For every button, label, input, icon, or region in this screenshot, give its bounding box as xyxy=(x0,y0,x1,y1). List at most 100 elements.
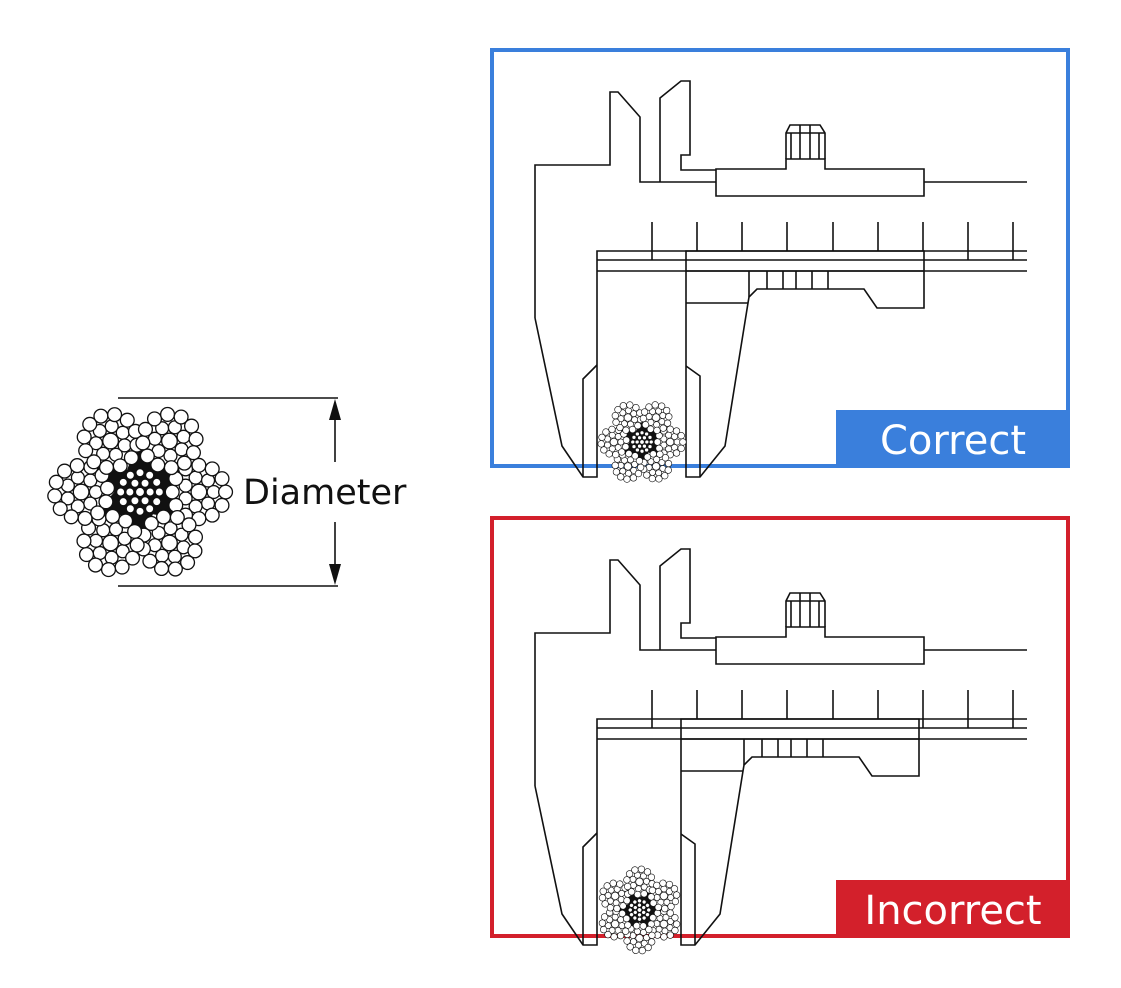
core-wire xyxy=(115,487,126,497)
core-wire xyxy=(635,431,640,437)
strand-wire xyxy=(656,914,664,922)
strand-wire xyxy=(672,891,681,899)
strand-wire xyxy=(598,894,607,902)
core-wire xyxy=(151,477,162,488)
strand-wire xyxy=(154,560,170,577)
strand-wire xyxy=(600,446,608,454)
strand-wire xyxy=(660,435,668,443)
strand-wire xyxy=(606,897,614,905)
strand-wire xyxy=(608,425,616,433)
strand-wire xyxy=(612,468,621,476)
strand-wire xyxy=(631,866,639,874)
strand-wire xyxy=(114,559,130,575)
core-wire xyxy=(629,903,634,908)
strand-wire xyxy=(600,913,609,921)
strand-wire xyxy=(640,408,649,416)
strand-wire xyxy=(187,529,204,545)
wire-rope xyxy=(598,865,681,955)
core-wire xyxy=(135,506,145,517)
strand-wire xyxy=(185,445,201,461)
strand-wire xyxy=(639,414,647,423)
strand-wire xyxy=(78,546,95,563)
strand-wire xyxy=(623,882,632,891)
strand-wire xyxy=(638,946,646,955)
strand-wire xyxy=(176,455,192,471)
strand-wire xyxy=(672,449,681,457)
strand-wire xyxy=(649,450,657,458)
strand-wire xyxy=(52,501,68,517)
strand-wire xyxy=(622,914,631,923)
strand-wire xyxy=(663,406,671,415)
core-wire xyxy=(134,486,146,498)
strand-wire xyxy=(118,513,134,529)
diameter-label: Diameter xyxy=(243,473,407,513)
strand-wire xyxy=(658,402,666,410)
sliding-jaw-details xyxy=(685,270,924,477)
strand-wire xyxy=(618,909,626,918)
strand-wire xyxy=(174,527,189,542)
panel-correct: Correct xyxy=(490,48,1070,483)
strand-wire xyxy=(159,406,176,422)
core-wire xyxy=(644,439,650,445)
strand-wire xyxy=(204,507,220,523)
vernier-caliper xyxy=(534,548,1027,955)
strand-wire xyxy=(603,882,611,890)
strand-wire xyxy=(139,448,155,464)
strand-wire xyxy=(667,902,675,911)
core-wire xyxy=(633,905,638,910)
panel-label-bg xyxy=(836,410,1070,468)
caliper-moving-jaw-upper xyxy=(659,548,716,650)
strand-wire xyxy=(214,497,230,513)
strand-wire xyxy=(632,404,640,412)
strand-wire xyxy=(627,888,636,896)
strand-wire xyxy=(645,925,653,934)
strand-wire xyxy=(137,421,154,437)
core-wire xyxy=(641,915,647,921)
strand-wire xyxy=(92,423,107,439)
rope-cross-section xyxy=(47,406,234,578)
core-wire xyxy=(642,443,647,449)
strand-wire xyxy=(218,484,234,500)
vernier-caliper xyxy=(534,80,1027,483)
strand-wire xyxy=(98,459,115,475)
strand-wire xyxy=(666,931,674,939)
strand-wire xyxy=(115,425,130,440)
core-wire xyxy=(140,478,150,489)
core-wire xyxy=(144,503,155,514)
strand-wire xyxy=(76,429,92,445)
strand-wire xyxy=(602,428,610,436)
strand-wire xyxy=(647,893,655,901)
strand-wire xyxy=(634,928,641,935)
core-wire xyxy=(151,496,162,507)
strand-wire xyxy=(673,920,681,928)
strand-wire xyxy=(672,427,681,435)
core-wire xyxy=(637,912,642,918)
core-wire xyxy=(644,447,649,453)
strand-wire xyxy=(191,457,207,473)
strand-wire xyxy=(612,451,620,459)
strand-wire xyxy=(99,480,116,496)
core-wire xyxy=(639,439,645,445)
core-wire xyxy=(641,899,647,905)
strand-wire xyxy=(204,461,220,477)
core-wire xyxy=(118,477,129,488)
strand-wire xyxy=(619,402,627,410)
core-wire xyxy=(125,503,136,514)
caliper-sliding-jaw xyxy=(680,718,920,946)
strand-wire xyxy=(617,931,625,940)
strand-wire xyxy=(619,902,627,910)
core-wire xyxy=(145,487,155,497)
strand-wire xyxy=(214,471,230,487)
strand-wire xyxy=(659,424,667,432)
strand-wire xyxy=(163,521,178,536)
strand-wire xyxy=(631,460,639,468)
strand-wire xyxy=(626,943,634,951)
strand-wire xyxy=(82,416,98,432)
caliper-fixed-jaw-tip xyxy=(582,832,598,945)
strand-wire xyxy=(655,469,663,477)
strand-wire xyxy=(664,459,673,468)
sliding-jaw-body xyxy=(685,250,925,478)
strand-wire xyxy=(605,450,613,458)
strand-wire xyxy=(634,421,642,430)
